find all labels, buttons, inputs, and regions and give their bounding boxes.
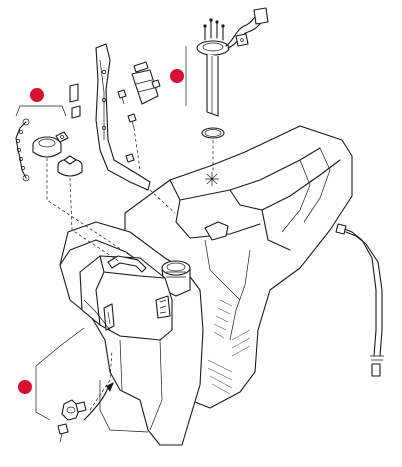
auxiliary-filler-cap xyxy=(57,155,83,177)
drain-valve xyxy=(61,399,87,421)
fuel-tank xyxy=(59,125,353,446)
fuel-level-sender-group xyxy=(170,7,269,172)
rubber-pad-small xyxy=(71,105,81,119)
sender-seal-ring xyxy=(201,127,225,139)
filler-cap-group xyxy=(15,88,141,263)
clamp-plate xyxy=(131,69,159,105)
fuel-level-sender xyxy=(196,18,230,117)
callout-marker-drain-plug xyxy=(18,380,32,394)
sender-wiring-connector xyxy=(225,7,269,49)
sender-mount-point xyxy=(205,172,219,186)
hose-fitting xyxy=(371,363,381,377)
filler-cap xyxy=(32,136,62,158)
callout-marker-filler-cap xyxy=(30,88,44,102)
rubber-pad xyxy=(69,83,79,103)
mounting-bracket-group xyxy=(69,43,176,214)
cap-key xyxy=(55,131,69,143)
fuel-return-hose xyxy=(335,223,384,377)
drain-plug-group xyxy=(18,327,114,443)
bracket-bolt xyxy=(117,79,161,163)
drain-screw xyxy=(57,423,69,443)
callout-marker-fuel-sender xyxy=(170,69,184,83)
cap-retaining-chain xyxy=(15,118,30,182)
